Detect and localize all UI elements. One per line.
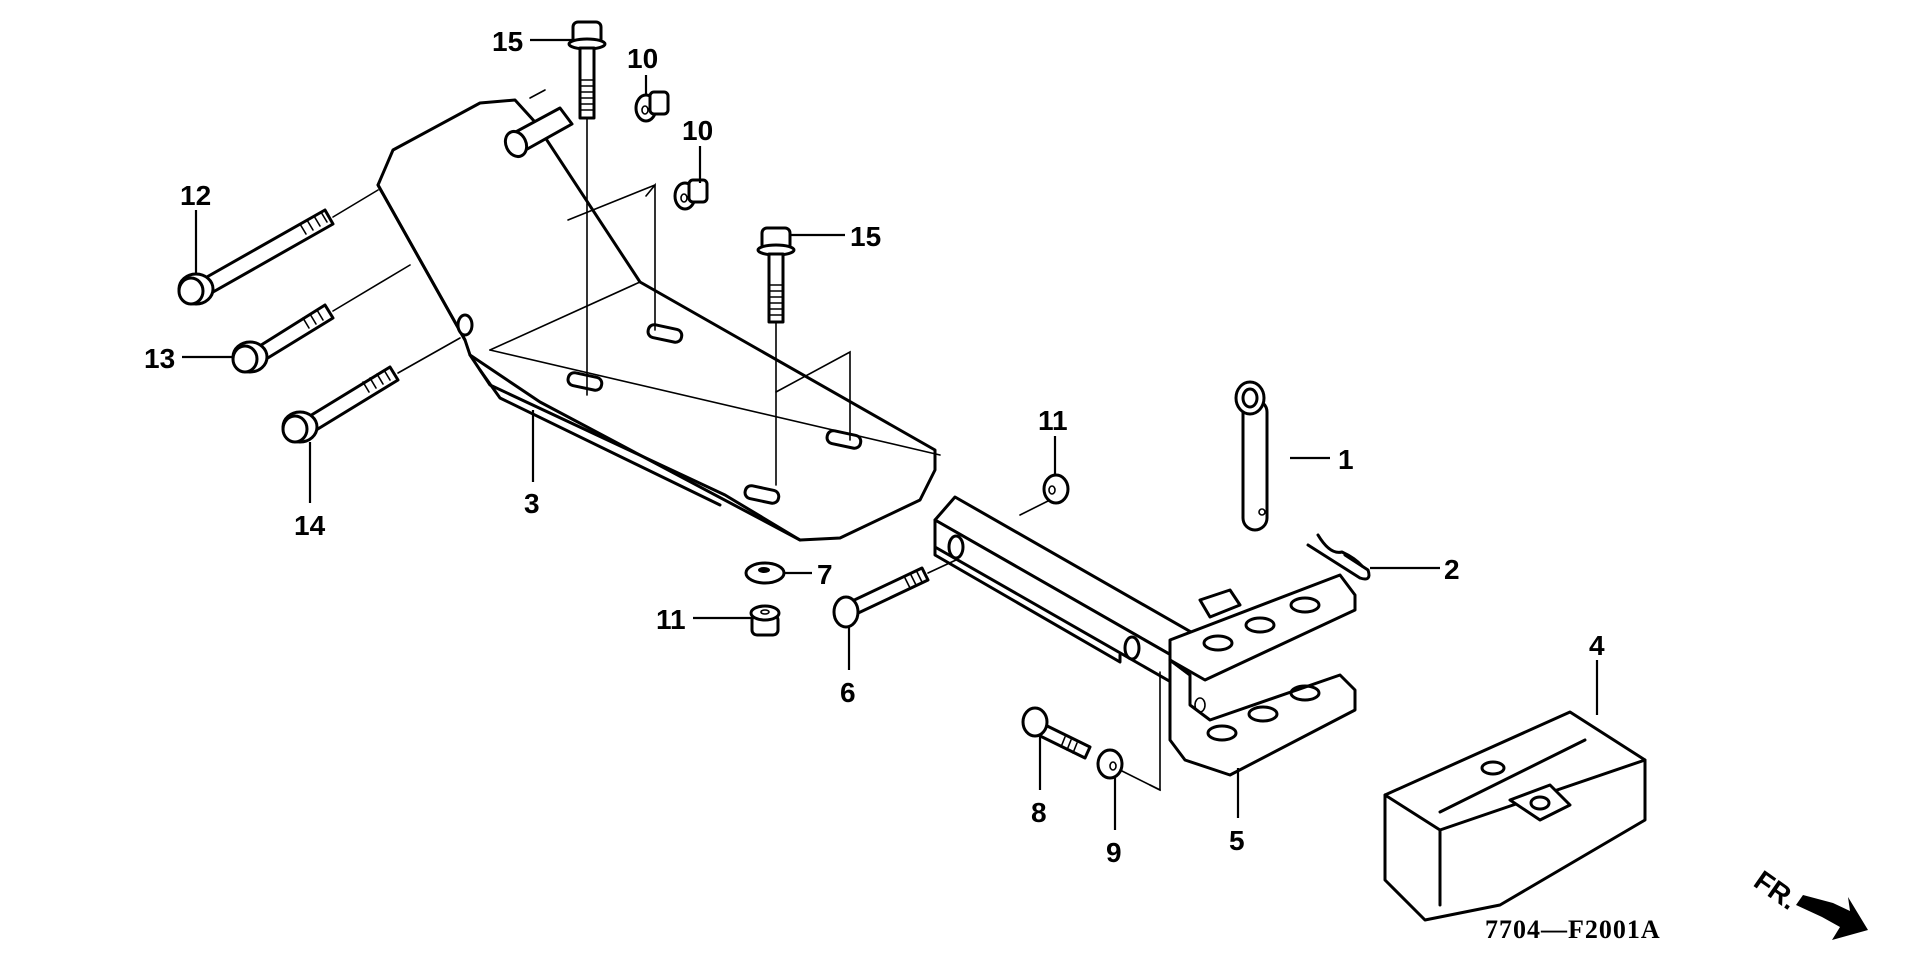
callout-1: 1 [1338, 444, 1354, 475]
part-10b-nut[interactable] [673, 178, 709, 211]
part-5-hitch-plate[interactable] [933, 495, 1357, 792]
part-2-clip[interactable] [1306, 533, 1371, 581]
callout-10a: 10 [627, 43, 658, 74]
part-1-pin[interactable] [1234, 380, 1269, 532]
part-13-bolt[interactable] [231, 264, 411, 374]
callout-8: 8 [1031, 797, 1047, 828]
arrow-down-right-icon [1796, 895, 1868, 940]
part-3-bracket[interactable] [376, 89, 941, 542]
callout-5: 5 [1229, 825, 1245, 856]
front-direction-indicator: FR. [1749, 865, 1868, 940]
part-12-bolt[interactable] [177, 189, 379, 306]
part-7-washer[interactable] [744, 561, 786, 585]
part-15a-bolt[interactable] [567, 20, 607, 396]
callout-2: 2 [1444, 554, 1460, 585]
callout-15a: 15 [492, 26, 523, 57]
callout-13: 13 [144, 343, 175, 374]
part-11b-nut[interactable] [1042, 473, 1070, 505]
part-8-bolt[interactable] [1021, 706, 1092, 760]
part-6-bolt[interactable] [832, 559, 957, 629]
fr-label: FR. [1749, 865, 1804, 916]
part-4-weight[interactable] [1383, 710, 1647, 922]
callout-3: 3 [524, 488, 540, 519]
callout-15b: 15 [850, 221, 881, 252]
figure-code: 7704—F2001A [1485, 915, 1661, 944]
part-10a-nut[interactable] [634, 90, 670, 123]
callout-4: 4 [1589, 630, 1605, 661]
part-11a-nut[interactable] [749, 604, 781, 637]
callout-7: 7 [817, 559, 833, 590]
callout-14: 14 [294, 510, 326, 541]
callout-11b: 11 [1038, 405, 1068, 436]
callout-12: 12 [180, 180, 211, 211]
bracket-hinge-knuckle [456, 313, 474, 337]
leader-lines [182, 38, 1599, 830]
callout-9: 9 [1106, 837, 1122, 868]
part-14-bolt[interactable] [281, 337, 461, 444]
callout-6: 6 [840, 677, 856, 708]
part-9-nut[interactable] [1096, 748, 1161, 791]
part-15b-bolt[interactable] [756, 226, 796, 486]
callout-10b: 10 [682, 115, 713, 146]
callout-11a: 11 [656, 604, 686, 635]
